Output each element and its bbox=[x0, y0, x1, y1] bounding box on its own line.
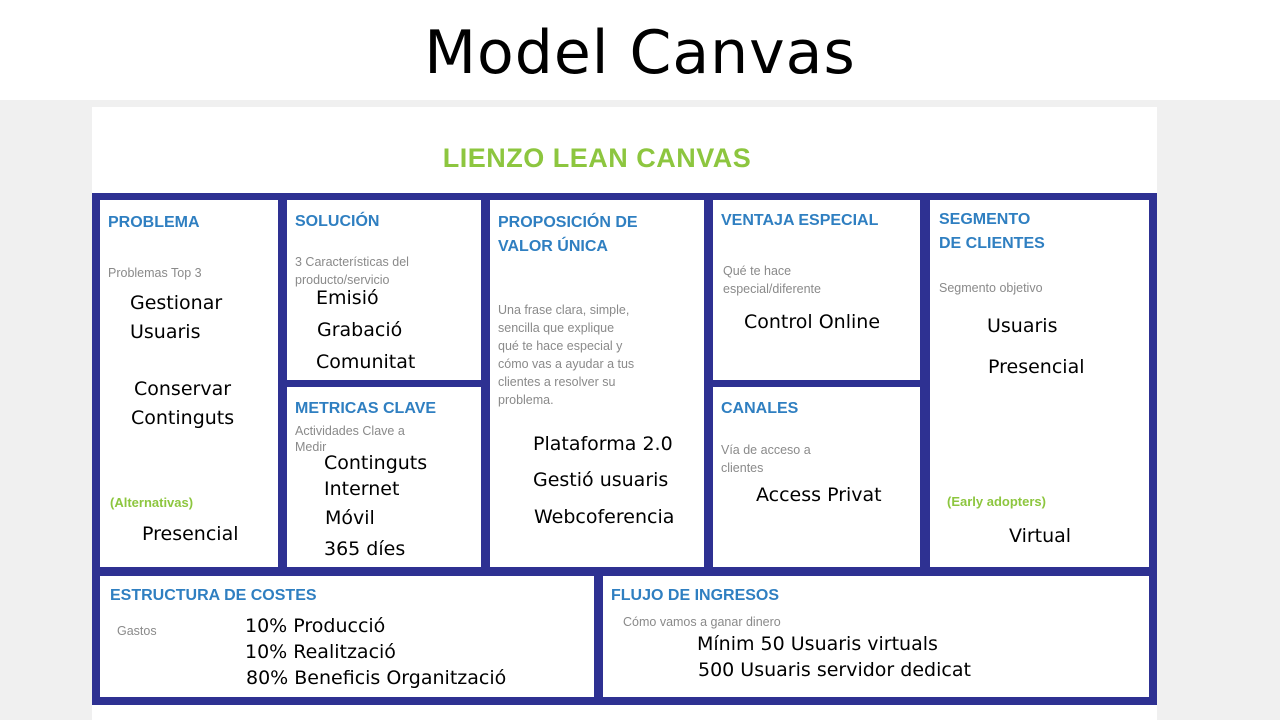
propuesta-description: problema. bbox=[498, 393, 554, 407]
segmento-header: SEGMENTO bbox=[939, 211, 1031, 228]
canales-cell: CANALES Vía de acceso a clientes Access … bbox=[713, 387, 920, 567]
problema-item: Gestionar bbox=[130, 292, 223, 314]
costes-subtitle: Gastos bbox=[117, 624, 157, 638]
segmento-item: Usuaris bbox=[987, 315, 1058, 337]
propuesta-item: Webcoferencia bbox=[534, 506, 675, 528]
ventaja-subtitle: Qué te hace bbox=[723, 264, 792, 278]
propuesta-description: clientes a resolver su bbox=[498, 375, 616, 389]
costes-header: ESTRUCTURA DE COSTES bbox=[110, 587, 317, 604]
slide-title: Model Canvas bbox=[424, 18, 856, 88]
propuesta-description: cómo vas a ayudar a tus bbox=[498, 357, 635, 371]
solucion-subtitle: 3 Características del bbox=[295, 255, 409, 269]
metricas-subtitle: Medir bbox=[295, 440, 327, 454]
propuesta-header: PROPOSICIÓN DE bbox=[498, 214, 638, 231]
segmento-item: Presencial bbox=[988, 356, 1085, 378]
costes-item: 10% Realització bbox=[245, 641, 396, 663]
problema-alternatives-value: Presencial bbox=[142, 523, 239, 545]
ingresos-header: FLUJO DE INGRESOS bbox=[611, 587, 780, 604]
metricas-subtitle: Actividades Clave a bbox=[295, 424, 405, 438]
solucion-cell: SOLUCIÓN 3 Características del producto/… bbox=[287, 200, 481, 380]
problema-item: Conservar bbox=[134, 378, 232, 400]
solucion-item: Grabació bbox=[317, 319, 403, 341]
costes-cell: ESTRUCTURA DE COSTES Gastos 10% Producci… bbox=[100, 576, 594, 697]
propuesta-header: VALOR ÚNICA bbox=[498, 238, 608, 255]
ingresos-item: 500 Usuaris servidor dedicat bbox=[698, 659, 971, 681]
canvas-grid: PROBLEMA Problemas Top 3 Gestionar Usuar… bbox=[92, 193, 1157, 705]
problema-cell: PROBLEMA Problemas Top 3 Gestionar Usuar… bbox=[100, 200, 278, 567]
segmento-header: DE CLIENTES bbox=[939, 235, 1045, 252]
canales-subtitle: Vía de acceso a bbox=[721, 443, 811, 457]
problema-subtitle: Problemas Top 3 bbox=[108, 266, 202, 280]
segmento-early-label: (Early adopters) bbox=[947, 494, 1046, 509]
solucion-item: Emisió bbox=[316, 287, 379, 309]
ventaja-header: VENTAJA ESPECIAL bbox=[721, 212, 879, 229]
ventaja-item: Control Online bbox=[744, 311, 881, 333]
solucion-header: SOLUCIÓN bbox=[295, 213, 380, 230]
solucion-item: Comunitat bbox=[316, 351, 416, 373]
problema-item: Usuaris bbox=[130, 321, 201, 343]
ingresos-cell: FLUJO DE INGRESOS Cómo vamos a ganar din… bbox=[603, 576, 1149, 697]
costes-item: 10% Producció bbox=[245, 615, 386, 637]
metricas-cell: METRICAS CLAVE Actividades Clave a Medir… bbox=[287, 387, 481, 567]
metricas-item: 365 díes bbox=[324, 538, 406, 560]
ventaja-subtitle: especial/diferente bbox=[723, 282, 821, 296]
problema-header: PROBLEMA bbox=[108, 214, 200, 231]
propuesta-item: Plataforma 2.0 bbox=[533, 433, 673, 455]
problema-item: Continguts bbox=[131, 407, 235, 429]
propuesta-item: Gestió usuaris bbox=[533, 469, 669, 491]
ventaja-cell: VENTAJA ESPECIAL Qué te hace especial/di… bbox=[713, 200, 920, 380]
segmento-cell: SEGMENTO DE CLIENTES Segmento objetivo U… bbox=[930, 200, 1149, 567]
ingresos-item: Mínim 50 Usuaris virtuals bbox=[697, 633, 938, 655]
costes-item: 80% Beneficis Organització bbox=[246, 667, 507, 689]
lean-canvas-image: LIENZO LEAN CANVAS PROBLEMA Problemas To… bbox=[92, 107, 1157, 720]
metricas-item: Continguts bbox=[324, 452, 428, 474]
propuesta-description: Una frase clara, simple, bbox=[498, 303, 630, 317]
propuesta-description: sencilla que explique bbox=[498, 321, 615, 335]
metricas-header: METRICAS CLAVE bbox=[295, 400, 437, 417]
canvas-heading: LIENZO LEAN CANVAS bbox=[442, 143, 752, 173]
propuesta-description: qué te hace especial y bbox=[498, 339, 623, 353]
metricas-item: Internet bbox=[324, 478, 400, 500]
segmento-subtitle: Segmento objetivo bbox=[939, 281, 1043, 295]
solucion-subtitle: producto/servicio bbox=[295, 273, 390, 287]
problema-alternatives-label: (Alternativas) bbox=[110, 495, 194, 510]
canales-item: Access Privat bbox=[756, 484, 882, 506]
canales-subtitle: clientes bbox=[721, 461, 764, 475]
canales-header: CANALES bbox=[721, 400, 799, 417]
segmento-early-value: Virtual bbox=[1009, 525, 1072, 547]
metricas-item: Móvil bbox=[325, 507, 375, 529]
propuesta-cell: PROPOSICIÓN DE VALOR ÚNICA Una frase cla… bbox=[490, 200, 704, 567]
ingresos-subtitle: Cómo vamos a ganar dinero bbox=[623, 615, 781, 629]
